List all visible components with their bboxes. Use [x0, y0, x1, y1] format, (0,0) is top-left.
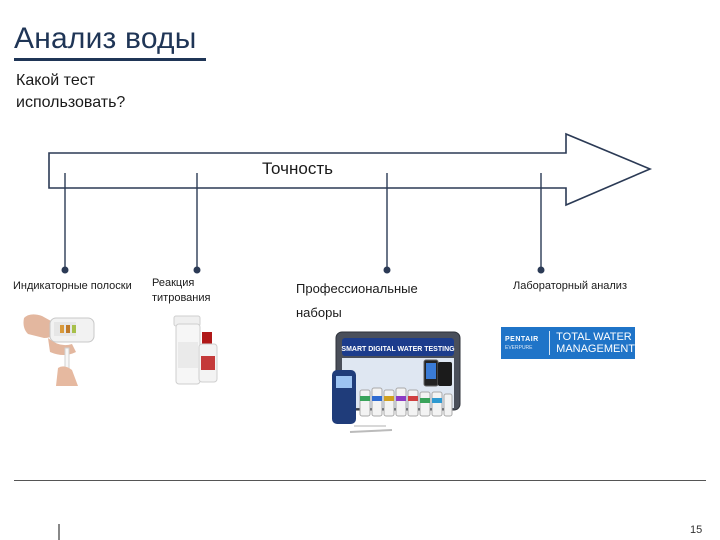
footer-bar: [58, 524, 60, 540]
indicator-strips-image: [20, 308, 102, 388]
label-indicator-strips: Индикаторные полоски: [13, 280, 132, 292]
marker-dot-lab: [537, 266, 545, 274]
logo-left-block: PENTAIR EVERPURE: [501, 327, 549, 359]
logo-line2: MANAGEMENT: [556, 343, 635, 355]
professional-kit-image: SMART DIGITAL WATER TESTING: [332, 331, 461, 433]
footer-divider: [14, 480, 706, 481]
logo-right-block: TOTAL WATER MANAGEMENT: [550, 331, 635, 355]
subtitle: Какой тест использовать?: [16, 72, 126, 111]
kit-box-label: SMART DIGITAL WATER TESTING: [341, 346, 455, 353]
logo-line1: TOTAL WATER: [556, 331, 632, 343]
accuracy-arrow: [48, 132, 653, 207]
arrow-label: Точность: [262, 159, 333, 178]
title-underline: [14, 58, 206, 61]
pentair-logo: PENTAIR EVERPURE TOTAL WATER MANAGEMENT: [501, 327, 635, 359]
logo-brand: PENTAIR: [505, 335, 539, 343]
logo-divider: [549, 331, 551, 355]
titration-bottles-image: [173, 315, 218, 385]
label-professional-kits-text: Профессиональные наборы: [296, 281, 418, 320]
marker-dot-strips: [61, 266, 69, 274]
label-titration: Реакция титрования: [152, 277, 211, 304]
label-lab-analysis: Лабораторный анализ: [513, 280, 627, 292]
marker-dot-professional: [383, 266, 391, 274]
logo-sub: EVERPURE: [505, 344, 533, 351]
marker-dot-titration: [193, 266, 201, 274]
page-number: 15: [690, 524, 703, 536]
label-professional-kits: Профессиональные наборы: [296, 277, 436, 325]
page-title: Анализ воды: [14, 22, 197, 55]
